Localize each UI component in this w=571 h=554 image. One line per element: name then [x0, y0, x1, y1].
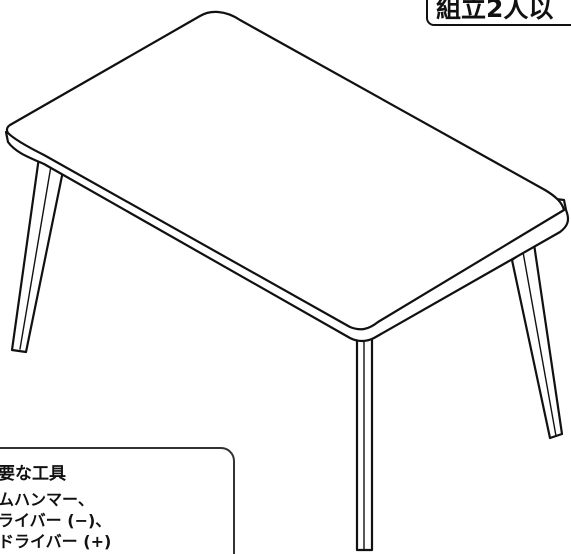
tool-item-flat-screwdriver: ライバー (−)、: [0, 511, 112, 530]
tabletop-surface: [5, 10, 566, 331]
table-leg-front: [355, 332, 374, 552]
tool-item-phillips-screwdriver: ドライバー (+): [0, 532, 112, 551]
tool-item-hammer: ムハンマー、: [0, 490, 94, 509]
table-leg-back-right: [510, 242, 564, 440]
required-tools-title: 要な工具: [0, 464, 66, 484]
table-leg-back-left: [10, 148, 66, 354]
assembly-people-label: 組立2人以: [426, 0, 571, 26]
assembly-people-text: 組立2人以: [436, 0, 554, 23]
required-tools-list: ムハンマー、 ライバー (−)、 ドライバー (+): [0, 489, 111, 552]
required-tools-box: 要な工具 ムハンマー、 ライバー (−)、 ドライバー (+): [0, 447, 235, 554]
